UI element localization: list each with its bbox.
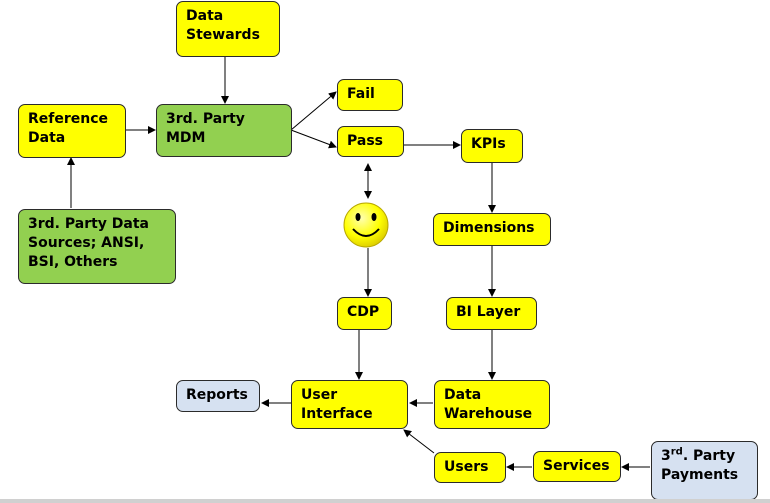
data-stewards-box: Data Stewards [176, 1, 280, 57]
payments-label-superscript: rd [670, 446, 683, 458]
bi-layer-box: BI Layer [446, 297, 537, 330]
payments-label-suffix: . Party Payments [661, 448, 739, 483]
users-box: Users [434, 452, 506, 483]
third-party-payments-box: 3rd. Party Payments [651, 441, 758, 500]
cdp-box: CDP [337, 297, 392, 330]
reference-data-box: Reference Data [18, 104, 126, 158]
pass-box: Pass [337, 126, 404, 157]
arrow-mdm-to-pass [290, 129, 337, 149]
mdm-box: 3rd. Party MDM [156, 104, 292, 157]
payments-label-prefix: 3 [661, 448, 671, 464]
arrow-users-to-ui [403, 429, 435, 454]
kpis-box: KPIs [461, 129, 523, 163]
bottom-rule [0, 499, 770, 503]
fail-box: Fail [337, 79, 403, 111]
smiley-face-icon [343, 202, 389, 248]
third-party-sources-box: 3rd. Party Data Sources; ANSI, BSI, Othe… [18, 209, 176, 284]
data-warehouse-box: Data Warehouse [434, 380, 550, 429]
arrow-mdm-to-fail [290, 91, 337, 131]
services-box: Services [533, 451, 621, 482]
reports-box: Reports [176, 380, 260, 412]
user-interface-box: User Interface [291, 380, 408, 429]
dimensions-box: Dimensions [433, 213, 551, 246]
